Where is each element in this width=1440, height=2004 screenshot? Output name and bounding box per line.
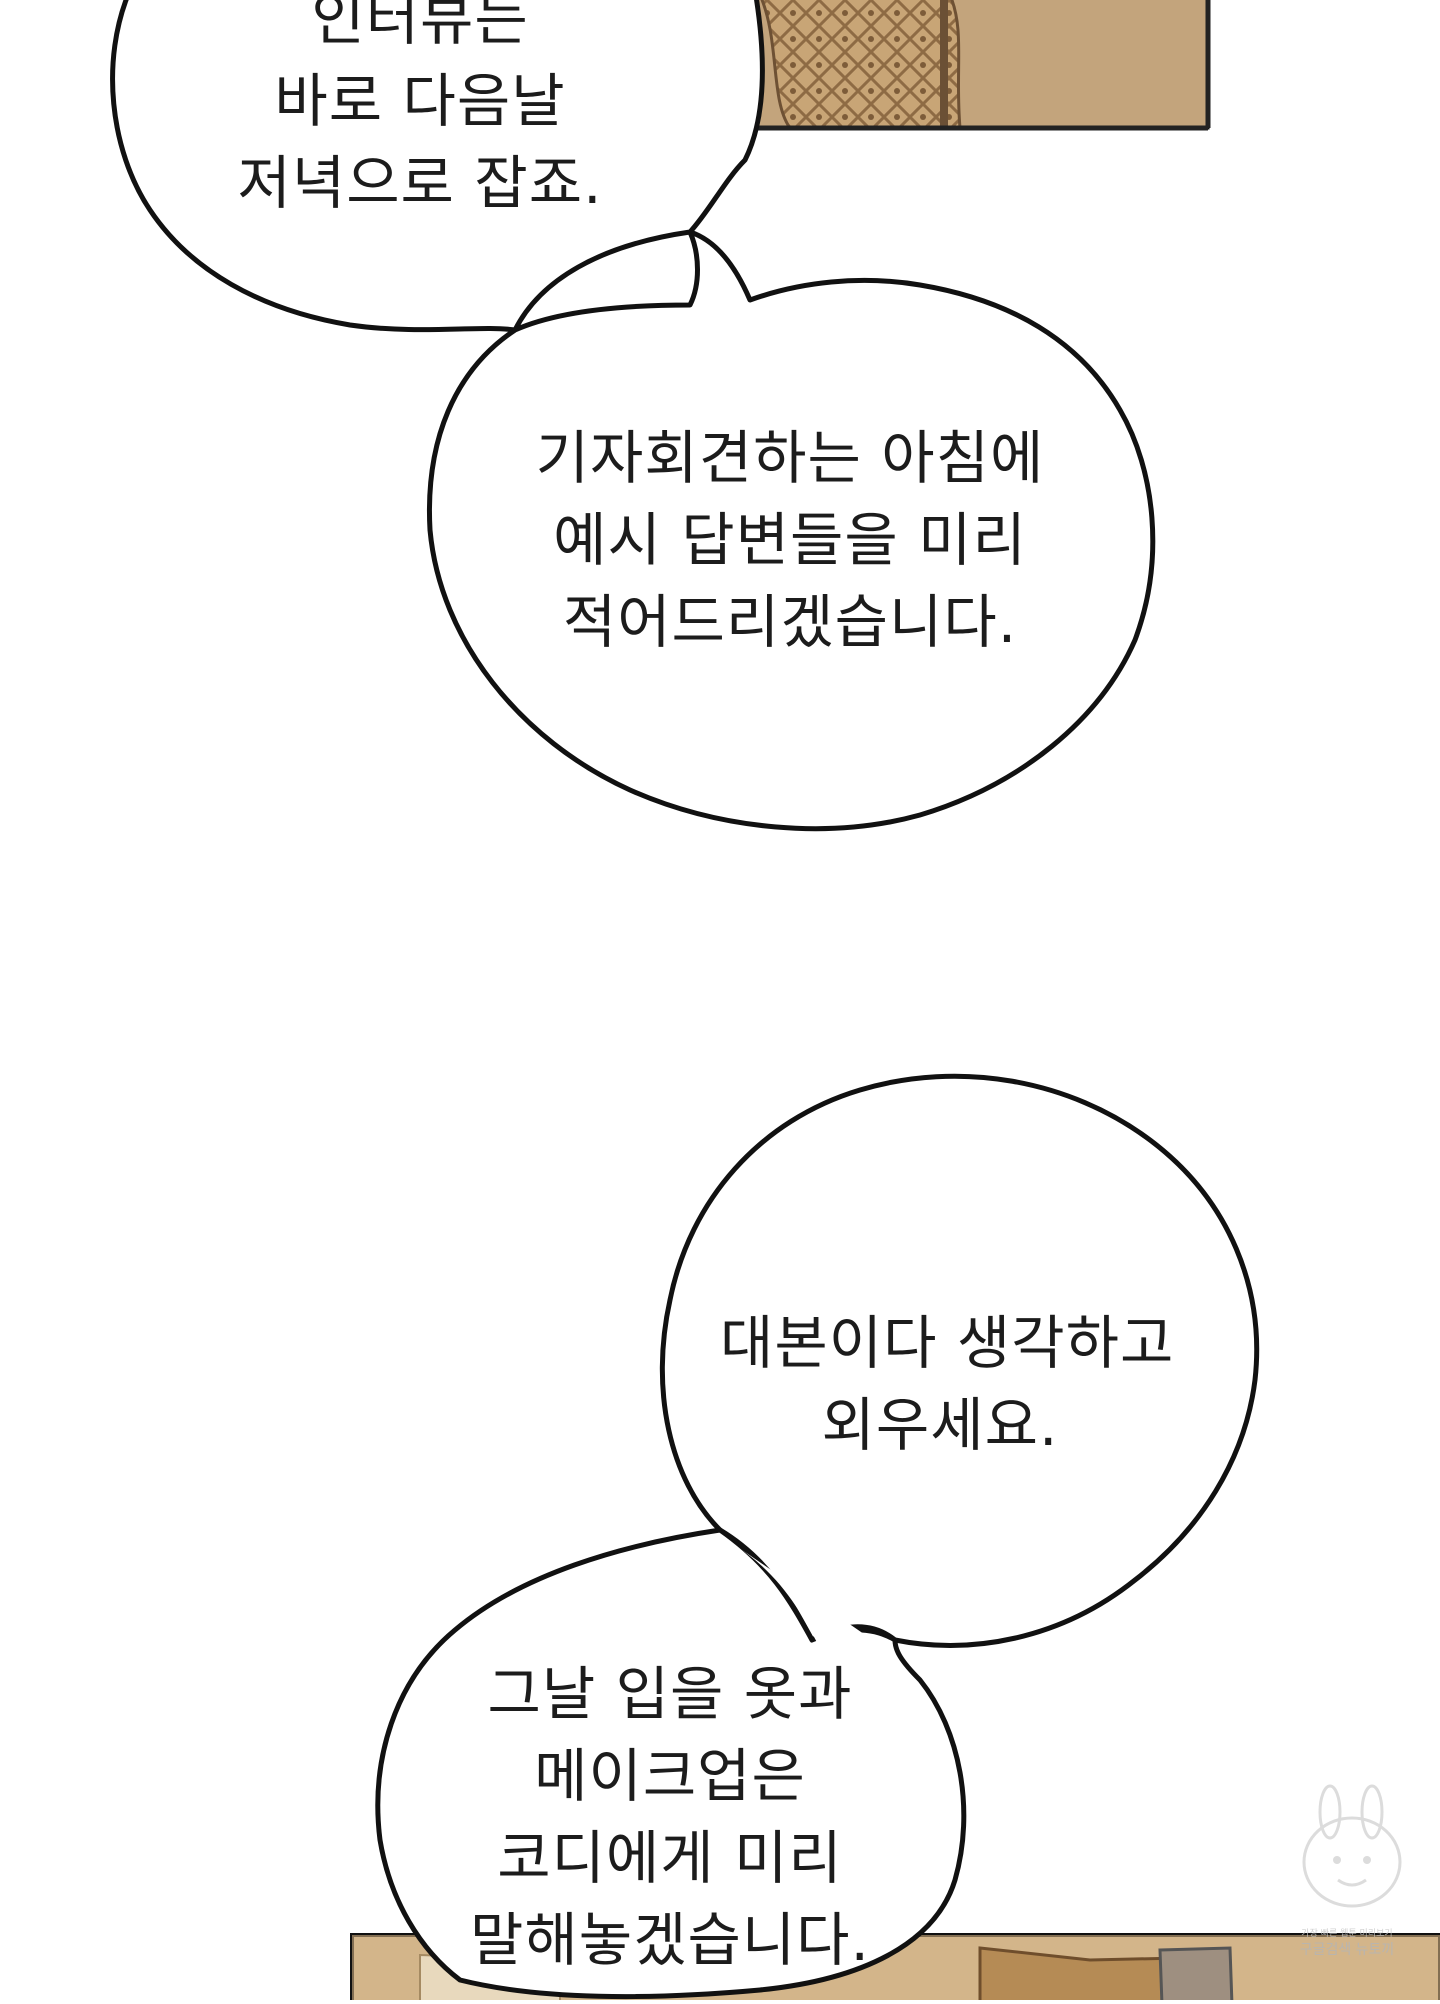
watermark-tagline: 가장 빠른 웹툰 미리보기 — [1301, 1929, 1393, 1939]
speech-text-4: 그날 입을 옷과 메이크업은 코디에게 미리 말해놓겠습니다. — [420, 1653, 920, 1981]
speech-line: 코디에게 미리 — [497, 1824, 843, 1892]
speech-bubble-2 — [426, 229, 1156, 832]
speech-line: 저녁으로 잡죠. — [237, 149, 603, 217]
speech-text-1: 인터뷰는 바로 다음날 저녁으로 잡죠. — [200, 0, 640, 224]
watermark-brand: 구글검색 뉴토끼 — [1299, 1942, 1395, 1958]
speech-line: 인터뷰는 — [311, 0, 529, 53]
speech-line: 바로 다음날 — [274, 67, 566, 135]
watermark-text: 가장 빠른 웹툰 미리보기 구글검색 뉴토끼 — [1262, 1926, 1432, 1959]
speech-text-3: 대본이다 생각하고 외우세요. — [720, 1302, 1175, 1466]
speech-line: 적어드리겠습니다. — [562, 588, 1018, 656]
speech-bubble-4 — [375, 1527, 967, 2000]
speech-bubble-1 — [110, 0, 765, 333]
watermark-logo — [1302, 1784, 1402, 1908]
speech-line: 메이크업은 — [534, 1742, 806, 1810]
speech-line: 말해놓겠습니다. — [470, 1906, 870, 1974]
speech-line: 기자회견하는 아침에 — [535, 424, 1045, 492]
speech-line: 예시 답변들을 미리 — [553, 506, 1027, 574]
speech-line: 그날 입을 옷과 — [487, 1660, 853, 1728]
speech-line: 대본이다 생각하고 — [720, 1309, 1175, 1377]
speech-text-2: 기자회견하는 아침에 예시 답변들을 미리 적어드리겠습니다. — [510, 417, 1070, 663]
speech-line: 외우세요. — [821, 1391, 1059, 1459]
